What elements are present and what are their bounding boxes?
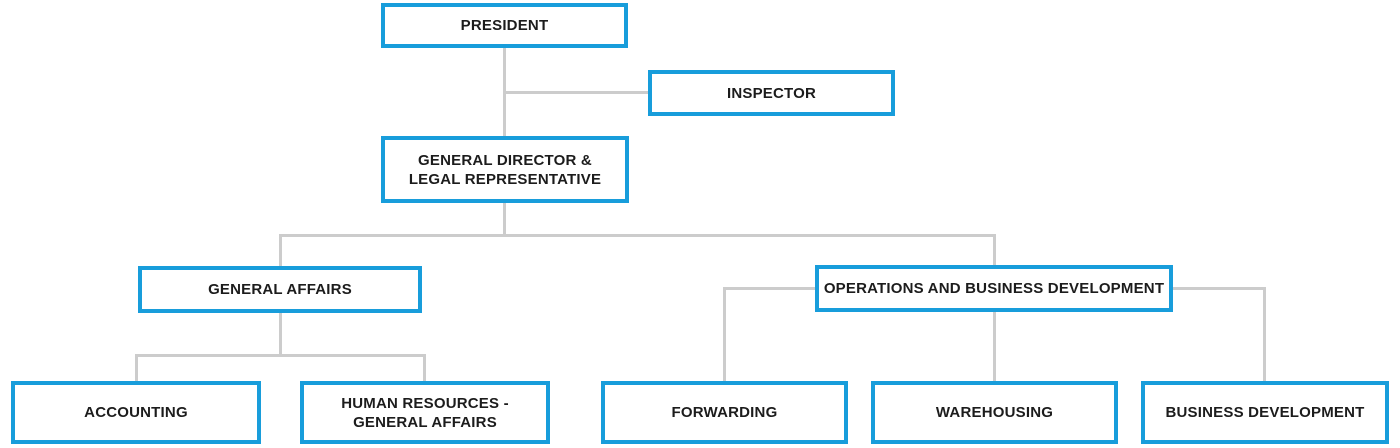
connector-drop-accounting <box>135 354 138 381</box>
node-accounting: ACCOUNTING <box>11 381 261 444</box>
node-general-director-label-line1: GENERAL DIRECTOR & <box>418 151 592 169</box>
node-general-director: GENERAL DIRECTOR & LEGAL REPRESENTATIVE <box>381 136 629 203</box>
connector-drop-forwarding <box>723 287 726 381</box>
connector-general-affairs-children <box>135 354 426 357</box>
connector-elbow-business-development <box>1173 287 1266 290</box>
node-business-development: BUSINESS DEVELOPMENT <box>1141 381 1389 444</box>
node-inspector-label: INSPECTOR <box>726 84 817 102</box>
node-human-resources-label-line2: GENERAL AFFAIRS <box>353 413 497 431</box>
node-general-affairs-label: GENERAL AFFAIRS <box>208 281 352 298</box>
node-president-label: PRESIDENT <box>460 17 549 34</box>
node-human-resources-label-line1: HUMAN RESOURCES - <box>341 394 509 412</box>
node-warehousing: WAREHOUSING <box>871 381 1118 444</box>
node-accounting-label: ACCOUNTING <box>84 404 188 421</box>
node-operations-and-business-development: OPERATIONS AND BUSINESS DEVELOPMENT <box>815 265 1173 312</box>
node-operations-label: OPERATIONS AND BUSINESS DEVELOPMENT <box>823 280 1165 297</box>
connector-drop-human-resources <box>423 354 426 381</box>
connector-drop-warehousing <box>993 312 996 381</box>
node-business-development-label: BUSINESS DEVELOPMENT <box>1165 404 1365 421</box>
connector-drop-operations <box>993 234 996 265</box>
node-forwarding-label: FORWARDING <box>671 404 778 421</box>
node-human-resources-general-affairs: HUMAN RESOURCES - GENERAL AFFAIRS <box>300 381 550 444</box>
connector-main-horizontal <box>280 234 996 237</box>
connector-branch-to-inspector <box>504 91 648 94</box>
node-forwarding: FORWARDING <box>601 381 848 444</box>
connector-drop-general-affairs <box>279 234 282 266</box>
connector-general-affairs-down <box>279 313 282 357</box>
node-president: PRESIDENT <box>381 3 628 48</box>
connector-drop-business-development <box>1263 287 1266 381</box>
node-warehousing-label: WAREHOUSING <box>935 404 1054 421</box>
connector-general-director-down <box>503 203 506 237</box>
node-general-affairs: GENERAL AFFAIRS <box>138 266 422 313</box>
node-general-director-label-line2: LEGAL REPRESENTATIVE <box>408 170 602 188</box>
node-inspector: INSPECTOR <box>648 70 895 116</box>
connector-elbow-forwarding <box>723 287 815 290</box>
